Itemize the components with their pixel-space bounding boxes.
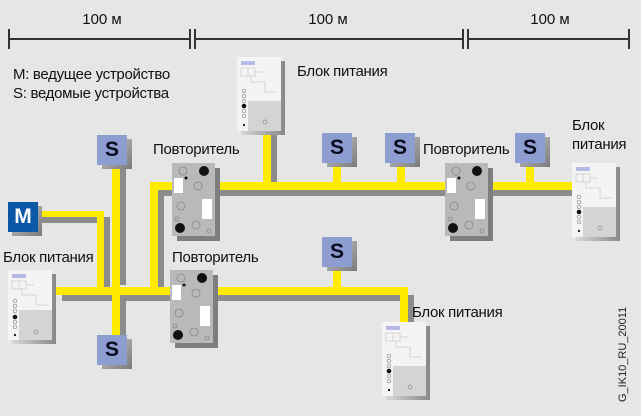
power-supply-icon bbox=[11, 274, 52, 340]
scale-line-2 bbox=[195, 38, 463, 40]
power-supply-left-label: Блок питания bbox=[3, 249, 94, 266]
power-supply-bottom-label: Блок питания bbox=[412, 304, 503, 321]
master-node: M bbox=[8, 202, 38, 232]
scale-label-3: 100 м bbox=[530, 11, 570, 28]
power-supply-right-label-2: питания bbox=[572, 136, 627, 153]
upper-bus-left-drop bbox=[150, 182, 158, 295]
slave-4-link bbox=[526, 162, 534, 184]
slave-1-link bbox=[112, 165, 120, 337]
legend-slave: S: ведомые устройства bbox=[13, 85, 169, 102]
slave-5-link bbox=[333, 266, 341, 288]
scale-line-1 bbox=[8, 38, 190, 40]
repeater-3-label: Повторитель bbox=[172, 249, 259, 266]
master-link bbox=[38, 211, 104, 217]
repeater-1-label: Повторитель bbox=[153, 141, 240, 158]
scale-label-2: 100 м bbox=[308, 11, 348, 28]
lower-bus bbox=[54, 287, 408, 295]
legend-master: M: ведущее устройство bbox=[13, 66, 170, 83]
power-supply-icon bbox=[385, 326, 426, 396]
scale-tick bbox=[8, 29, 10, 49]
power-supply-icon bbox=[575, 167, 616, 237]
slave-node: S bbox=[97, 135, 127, 165]
slave-node: S bbox=[515, 133, 545, 163]
figure-code: G_IK10_RU_20011 bbox=[617, 306, 629, 402]
master-link-drop bbox=[97, 211, 104, 291]
scale-line-3 bbox=[468, 38, 629, 40]
scale-tick bbox=[628, 29, 630, 49]
upper-bus bbox=[150, 182, 572, 190]
scale-tick bbox=[194, 29, 196, 49]
lower-bus-right-drop bbox=[400, 287, 408, 323]
slave-node: S bbox=[322, 133, 352, 163]
repeater-icon bbox=[174, 166, 212, 234]
power-supply-top-label: Блок питания bbox=[297, 63, 388, 80]
power-supply-icon bbox=[240, 61, 281, 131]
slave-2-link bbox=[333, 162, 341, 184]
repeater-icon bbox=[172, 273, 210, 341]
slave-node: S bbox=[385, 133, 415, 163]
scale-tick bbox=[467, 29, 469, 49]
psu-top-link bbox=[263, 130, 271, 185]
scale-label-1: 100 м bbox=[82, 11, 122, 28]
slave-node: S bbox=[322, 237, 352, 267]
scale-tick bbox=[462, 29, 464, 49]
repeater-icon bbox=[447, 166, 485, 234]
slave-node: S bbox=[97, 335, 127, 365]
slave-3-link bbox=[397, 162, 405, 184]
repeater-2-label: Повторитель bbox=[423, 141, 510, 158]
scale-tick bbox=[189, 29, 191, 49]
power-supply-right-label-1: Блок bbox=[572, 117, 605, 134]
